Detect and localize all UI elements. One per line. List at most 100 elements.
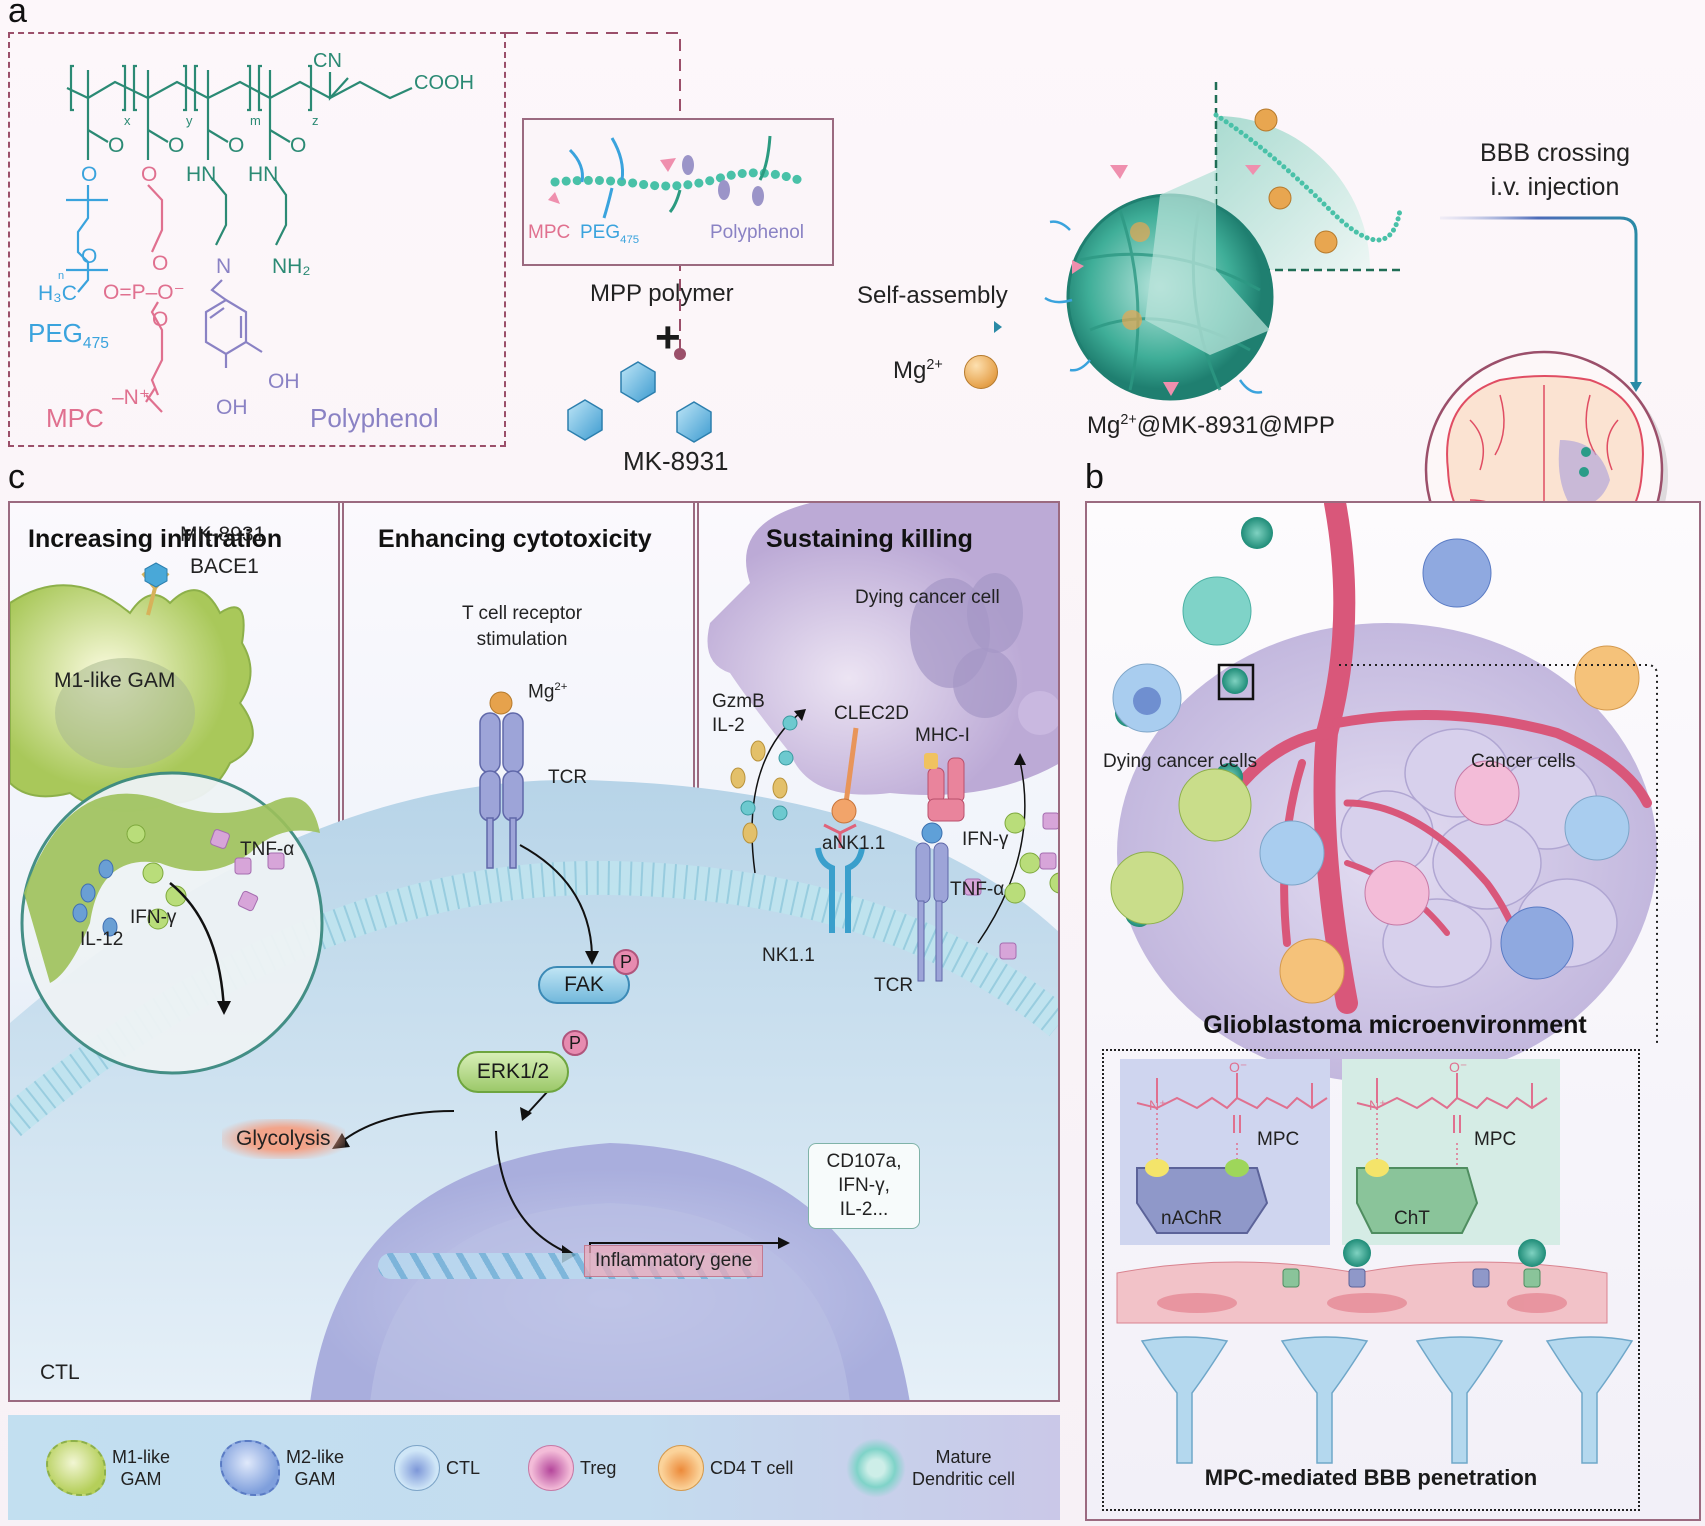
ifn-gamma-right-label: IFN-γ bbox=[962, 829, 1009, 850]
section-title-infiltration: Increasing infiltration bbox=[28, 525, 283, 553]
bace1-receptor-icon bbox=[141, 562, 170, 616]
tnf-alpha-right-label: TNF-α bbox=[950, 879, 1005, 900]
legend-label: CD4 T cell bbox=[710, 1457, 794, 1478]
dying-cancer-cell-label: Dying cancer cell bbox=[855, 587, 1000, 608]
ifn-gamma-label: IFN-γ bbox=[130, 907, 177, 928]
ctl-label: CTL bbox=[40, 1361, 80, 1384]
mpc-o1: O bbox=[141, 163, 158, 186]
imine-n: N bbox=[216, 255, 232, 278]
polymer-chain-icon bbox=[548, 135, 810, 219]
carbonyl-o-2: O bbox=[168, 134, 185, 157]
self-assembly-arrow bbox=[797, 321, 1002, 333]
nanoparticle-label: Mg2+@MK-8931@MPP bbox=[1087, 412, 1335, 439]
polymer-legend-peg: PEG475 bbox=[580, 222, 640, 246]
phospho-badge: P bbox=[562, 1030, 588, 1056]
drug-mk8931-label: MK-8931 bbox=[180, 523, 266, 546]
carbonyl-o-1: O bbox=[108, 134, 125, 157]
plus-sign: + bbox=[655, 313, 681, 362]
section-title-killing: Sustaining killing bbox=[766, 525, 973, 553]
glycolysis-node: Glycolysis bbox=[222, 1119, 345, 1159]
il2-label: IL-2 bbox=[712, 715, 745, 736]
mpc-label-right: MPC bbox=[1474, 1129, 1517, 1150]
ctl-icon bbox=[394, 1444, 440, 1491]
n-plus-atom: N⁺ bbox=[1149, 1097, 1167, 1113]
cn-group: CN bbox=[313, 50, 342, 72]
amine-hn: HN bbox=[248, 163, 279, 186]
brain-icon bbox=[1424, 350, 1668, 594]
mk8931-drug-icon bbox=[567, 361, 712, 443]
polymer-legend-mpc: MPC bbox=[528, 222, 571, 243]
nachr-label: nAChR bbox=[1161, 1208, 1223, 1229]
erk-node[interactable]: ERK1/2 bbox=[457, 1051, 569, 1093]
panel-b-letter: b bbox=[1085, 458, 1104, 496]
tcr-receptor-icon bbox=[479, 691, 524, 869]
chemical-structure-box bbox=[8, 32, 506, 447]
amine-nh2: NH₂ bbox=[272, 255, 311, 278]
mpc-o3: O bbox=[152, 308, 169, 331]
polyphenol-hn: HN bbox=[186, 163, 217, 186]
legend-label: Treg bbox=[580, 1457, 617, 1478]
tnf-alpha-label: TNF-α bbox=[240, 839, 295, 860]
m1-like-gam-label: M1-like GAM bbox=[54, 669, 176, 692]
mpc-label: MPC bbox=[46, 403, 104, 433]
oh-2: OH bbox=[216, 396, 248, 419]
mpc-label-left: MPC bbox=[1257, 1129, 1300, 1150]
m2-gam-icon bbox=[220, 1439, 280, 1496]
subscript-m: m bbox=[250, 113, 261, 128]
peg-h3c: H₃C bbox=[38, 282, 77, 305]
treg-icon bbox=[528, 1444, 574, 1491]
oh-1: OH bbox=[268, 370, 300, 393]
polymer-backbone-drawing bbox=[66, 64, 413, 413]
mpc-structure-drawings bbox=[1116, 1073, 1634, 1464]
gzmb-label: GzmB bbox=[712, 691, 765, 712]
m1-gam-icon bbox=[46, 1439, 106, 1496]
bace1-label: BACE1 bbox=[190, 555, 259, 578]
injection-arrow bbox=[1440, 216, 1642, 392]
legend-item-ctl: CTL bbox=[394, 1415, 480, 1520]
mpc-phosphate: O=P–O⁻ bbox=[103, 281, 185, 304]
panel-a-letter: a bbox=[8, 0, 27, 30]
peg-o1: O bbox=[81, 163, 98, 186]
tcr-label: TCR bbox=[548, 767, 588, 788]
self-assembly-label: Self-assembly bbox=[857, 282, 1008, 309]
nk1-1-label: NK1.1 bbox=[762, 945, 815, 966]
tcr-killing-label: TCR bbox=[874, 975, 914, 996]
polymer-legend-polyphenol: Polyphenol bbox=[710, 222, 805, 243]
m1-gam-cell-icon bbox=[10, 584, 254, 812]
section-title-cytotoxicity: Enhancing cytotoxicity bbox=[378, 525, 652, 553]
zoom-lens-icon bbox=[20, 771, 324, 1075]
polyphenol-label: Polyphenol bbox=[310, 403, 439, 433]
mpp-polymer-caption: MPP polymer bbox=[590, 280, 734, 307]
mk8931-label: MK-8931 bbox=[623, 446, 729, 476]
clec2d-label: CLEC2D bbox=[834, 703, 909, 724]
bbb-inset bbox=[1102, 1049, 1640, 1511]
carbonyl-o-4: O bbox=[290, 134, 307, 157]
phospho-badge: P bbox=[613, 949, 639, 975]
fak-node[interactable]: FAK bbox=[538, 966, 630, 1004]
carbonyl-o-3: O bbox=[228, 134, 245, 157]
peg-o2: O bbox=[81, 245, 98, 268]
subscript-x: x bbox=[124, 113, 131, 128]
mg-ion-tcr-label: Mg2+ bbox=[528, 681, 568, 703]
legend-item-treg: Treg bbox=[528, 1415, 616, 1520]
peg-label: PEG475 bbox=[28, 318, 109, 353]
ank1-1-label: aNK1.1 bbox=[822, 833, 886, 854]
products-box: CD107a,IFN-γ,IL-2... bbox=[808, 1143, 920, 1229]
o-minus-atom-right: O⁻ bbox=[1449, 1059, 1468, 1075]
panel-c-mechanism: Increasing infiltration MK-8931 BACE1 M1… bbox=[8, 501, 1060, 1402]
gbm-title: Glioblastoma microenvironment bbox=[1203, 1011, 1587, 1039]
mg-ion-label: Mg2+ bbox=[893, 357, 943, 384]
panel-c-letter: c bbox=[8, 458, 25, 496]
subscript-z: z bbox=[312, 113, 319, 128]
cooh-group: COOH bbox=[414, 72, 474, 94]
fak-label: FAK bbox=[564, 973, 604, 996]
dying-cancer-cells-label: Dying cancer cells bbox=[1103, 751, 1258, 772]
